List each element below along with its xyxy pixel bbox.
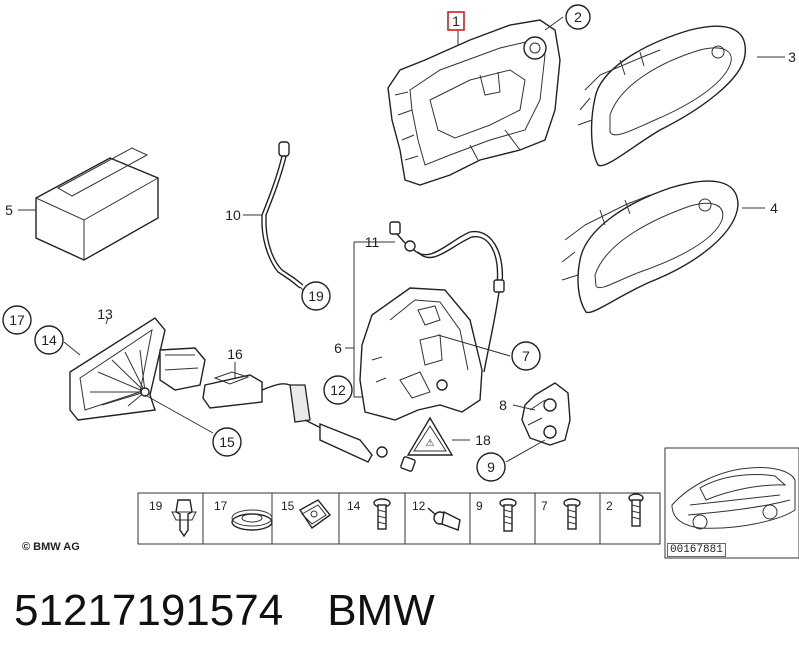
part-title: 51217191574 BMW xyxy=(14,586,435,636)
strip-label-19: 19 xyxy=(149,499,163,513)
callout-15-circle[interactable] xyxy=(212,427,242,457)
callout-18[interactable]: 18 xyxy=(475,432,491,448)
callout-19-circle[interactable] xyxy=(301,281,331,311)
lock-housing-6 xyxy=(359,287,483,421)
strip-label-7: 7 xyxy=(541,499,548,513)
callout-7-circle[interactable] xyxy=(511,341,541,371)
callout-5[interactable]: 5 xyxy=(5,202,13,218)
part-number: 51217191574 xyxy=(14,586,284,635)
callout-9: 9 xyxy=(487,459,495,475)
callout-17: 17 xyxy=(9,312,25,328)
callout-12: 12 xyxy=(330,382,346,398)
striker-8 xyxy=(521,382,571,446)
screw-icon xyxy=(373,498,391,530)
strip-label-15: 15 xyxy=(281,499,295,513)
screw-icon xyxy=(499,498,517,532)
spring-nut-icon xyxy=(298,499,332,529)
strip-label-2: 2 xyxy=(606,499,613,513)
callout-1: 1 xyxy=(452,13,460,29)
strip-label-14: 14 xyxy=(347,499,361,513)
callout-15: 15 xyxy=(219,434,235,450)
strip-label-12: 12 xyxy=(412,499,426,513)
rod-10 xyxy=(261,141,304,289)
brand-name: BMW xyxy=(327,586,435,635)
grommet-icon xyxy=(231,509,273,531)
callout-7: 7 xyxy=(522,348,530,364)
mechanism-13 xyxy=(69,317,206,421)
callout-13[interactable]: 13 xyxy=(97,306,113,322)
car-thumbnail xyxy=(664,447,799,559)
screw-icon xyxy=(628,493,644,527)
callout-4[interactable]: 4 xyxy=(770,200,778,216)
callout-16[interactable]: 16 xyxy=(227,346,243,362)
outer-handle-4 xyxy=(561,180,739,314)
callout-10[interactable]: 10 xyxy=(225,207,241,223)
outer-handle-3 xyxy=(577,25,746,167)
svg-text:⚠: ⚠ xyxy=(426,438,435,449)
callout-8[interactable]: 8 xyxy=(499,397,507,413)
box-5 xyxy=(35,147,159,261)
door-handle-carrier xyxy=(387,19,561,186)
callout-2-circle[interactable] xyxy=(565,4,591,30)
clip-icon xyxy=(171,499,197,538)
parts-strip: 19 17 15 14 12 9 7 2 xyxy=(137,492,661,545)
callout-19: 19 xyxy=(308,288,324,304)
callout-11[interactable]: 11 xyxy=(365,234,380,250)
callout-12-circle[interactable] xyxy=(323,375,353,405)
callout-1-box[interactable] xyxy=(447,11,465,31)
warning-label-18: ⚠ xyxy=(406,416,454,456)
callout-14: 14 xyxy=(41,332,57,348)
screw-icon xyxy=(563,498,581,530)
actuator-16 xyxy=(202,371,416,472)
reference-code: 00167881 xyxy=(667,543,726,557)
callout-3[interactable]: 3 xyxy=(788,49,796,65)
callout-6[interactable]: 6 xyxy=(334,340,342,356)
copyright-text: © BMW AG xyxy=(22,541,80,553)
cable-clip-icon xyxy=(427,507,461,531)
cable-11 xyxy=(389,221,505,373)
callout-9-circle[interactable] xyxy=(476,452,506,482)
strip-label-17: 17 xyxy=(214,499,228,513)
callout-2: 2 xyxy=(574,9,582,25)
callouts: 1 2 3 4 5 6 7 8 9 10 11 12 13 14 15 16 1… xyxy=(2,4,796,482)
strip-label-9: 9 xyxy=(476,499,483,513)
callout-17-circle[interactable] xyxy=(2,305,32,335)
callout-14-circle[interactable] xyxy=(34,325,64,355)
